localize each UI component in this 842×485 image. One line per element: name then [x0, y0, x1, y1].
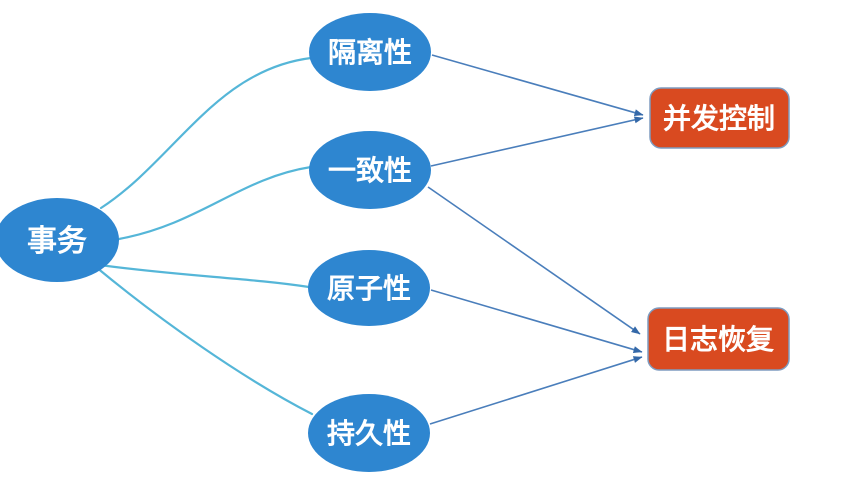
edge-durability-log-recovery — [429, 356, 643, 425]
edge-isolation-concurrency-control — [431, 54, 644, 117]
edge-consistency-log-recovery — [427, 186, 641, 335]
node-transaction-label: 事务 — [27, 225, 87, 258]
node-transaction-shape[interactable] — [0, 198, 119, 282]
node-consistency[interactable]: 一致性 — [309, 131, 431, 209]
node-log-recovery-label: 日志恢复 — [662, 324, 774, 355]
node-atomicity-label: 原子性 — [327, 273, 411, 304]
node-consistency-shape[interactable] — [309, 131, 431, 209]
node-isolation[interactable]: 隔离性 — [309, 13, 431, 91]
node-isolation-shape[interactable] — [309, 13, 431, 91]
edge-transaction-atomicity — [98, 263, 311, 289]
edge-transaction-durability — [94, 265, 314, 416]
node-isolation-label: 隔离性 — [328, 36, 412, 68]
edge-transaction-consistency — [117, 165, 313, 241]
node-durability-shape[interactable] — [308, 394, 430, 472]
node-transaction[interactable]: 事务 — [0, 198, 119, 282]
node-log-recovery[interactable]: 日志恢复 — [647, 307, 790, 371]
edge-transaction-isolation — [99, 56, 313, 210]
edge-consistency-concurrency-control — [430, 116, 644, 167]
edge-atomicity-log-recovery — [430, 289, 643, 353]
node-concurrency-control[interactable]: 并发控制 — [649, 87, 790, 149]
node-durability[interactable]: 持久性 — [308, 394, 430, 472]
node-concurrency-control-label: 并发控制 — [663, 102, 775, 134]
node-log-recovery-shape[interactable] — [647, 307, 790, 371]
node-atomicity[interactable]: 原子性 — [308, 250, 430, 326]
node-durability-label: 持久性 — [327, 418, 411, 449]
node-consistency-label: 一致性 — [328, 155, 412, 186]
node-concurrency-control-shape[interactable] — [649, 87, 790, 149]
node-atomicity-shape[interactable] — [308, 250, 430, 326]
